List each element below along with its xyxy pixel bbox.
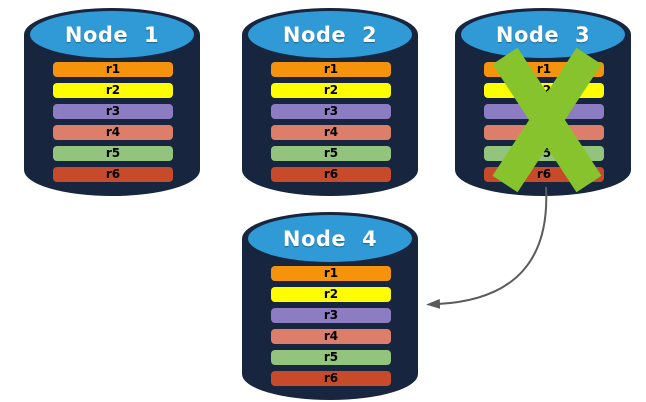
replica-row: r6 [271, 371, 391, 386]
replica-rows: r1 r2 r3 r4 r5 r6 [53, 62, 173, 182]
cylinder-top: Node 4 [248, 215, 412, 262]
replica-row: r2 [271, 83, 391, 98]
replica-row: r5 [271, 146, 391, 161]
node-title: Node 4 [282, 226, 378, 251]
node-title: Node 3 [495, 22, 591, 47]
replica-row: r5 [53, 146, 173, 161]
replica-row: r4 [271, 329, 391, 344]
replica-rows: r1 r2 r3 r4 r5 r6 [484, 62, 604, 182]
replica-rows: r1 r2 r3 r4 r5 r6 [271, 62, 391, 182]
cylinder-top: Node 3 [461, 11, 625, 58]
replica-row: r2 [53, 83, 173, 98]
replica-row: r4 [484, 125, 604, 140]
replica-row: r1 [271, 62, 391, 77]
replica-row: r5 [271, 350, 391, 365]
node-3-cylinder: Node 3 r1 r2 r3 r4 r5 r6 [455, 8, 631, 198]
replica-row: r5 [484, 146, 604, 161]
replica-row: r6 [271, 167, 391, 182]
node-title: Node 1 [64, 22, 160, 47]
replica-row: r4 [271, 125, 391, 140]
replica-row: r3 [53, 104, 173, 119]
replica-row: r1 [484, 62, 604, 77]
replica-row: r1 [271, 266, 391, 281]
replica-row: r3 [484, 104, 604, 119]
node-1-cylinder: Node 1 r1 r2 r3 r4 r5 r6 [24, 8, 200, 198]
replica-row: r2 [271, 287, 391, 302]
replica-row: r3 [271, 104, 391, 119]
node-title: Node 2 [282, 22, 378, 47]
replica-row: r3 [271, 308, 391, 323]
cylinder-top: Node 1 [30, 11, 194, 58]
replica-row: r2 [484, 83, 604, 98]
replica-rows: r1 r2 r3 r4 r5 r6 [271, 266, 391, 386]
replica-row: r4 [53, 125, 173, 140]
replica-row: r1 [53, 62, 173, 77]
replica-row: r6 [484, 167, 604, 182]
node-4-cylinder: Node 4 r1 r2 r3 r4 r5 r6 [242, 212, 418, 402]
failover-arrow [426, 186, 548, 309]
replica-row: r6 [53, 167, 173, 182]
cylinder-top: Node 2 [248, 11, 412, 58]
node-2-cylinder: Node 2 r1 r2 r3 r4 r5 r6 [242, 8, 418, 198]
